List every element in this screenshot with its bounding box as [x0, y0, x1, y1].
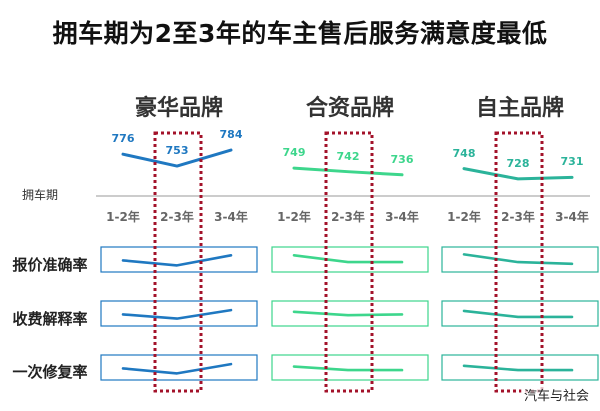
row-line-1-0 [292, 254, 404, 264]
row-box-1-2 [271, 354, 429, 381]
tick-label: 1-2年 [447, 210, 481, 224]
data-label: 728 [506, 156, 530, 170]
series-line-0 [121, 148, 233, 168]
tick-label: 2-3年 [331, 210, 365, 224]
data-label: 753 [165, 144, 189, 158]
row-line-2-1 [462, 309, 574, 319]
panel-title-1: 合资品牌 [305, 96, 394, 121]
tick-label: 1-2年 [106, 210, 140, 224]
row-box-1-1 [271, 300, 429, 327]
tick-label: 1-2年 [277, 210, 311, 224]
row-box-2-1 [441, 300, 599, 327]
row-box-2-2 [441, 354, 599, 381]
data-label: 736 [390, 152, 414, 166]
row-box-1-0 [271, 246, 429, 273]
row-line-1-1 [292, 310, 404, 317]
row-line-0-0 [121, 254, 233, 267]
highlight-box-2 [494, 131, 544, 393]
highlight-box-1 [324, 131, 374, 393]
data-label: 748 [452, 146, 476, 160]
data-label: 749 [282, 146, 306, 160]
data-label: 776 [111, 132, 135, 146]
row-box-2-0 [441, 246, 599, 273]
watermark: 汽车与社会 [520, 384, 592, 405]
axis-label: 拥车期 [22, 188, 59, 202]
row-box-0-0 [100, 246, 258, 273]
chart-title: 拥车期为2至3年的车主售后服务满意度最低 [52, 19, 548, 48]
tick-label: 2-3年 [501, 210, 535, 224]
tick-label: 3-4年 [385, 210, 419, 224]
highlight-box-0 [153, 131, 203, 393]
row-line-0-1 [121, 308, 233, 320]
row-box-0-1 [100, 300, 258, 327]
row-box-0-2 [100, 354, 258, 381]
series-line-1 [292, 166, 404, 177]
panel-title-2: 自主品牌 [475, 96, 564, 121]
data-label: 784 [219, 128, 243, 142]
row-label-fee-explanation: 收费解释率 [12, 310, 88, 328]
tick-label: 3-4年 [214, 210, 248, 224]
panel-title-0: 豪华品牌 [134, 96, 223, 121]
row-label-first-fix: 一次修复率 [12, 363, 88, 381]
row-line-2-0 [462, 253, 574, 266]
series-line-2 [462, 167, 574, 181]
row-line-1-2 [292, 365, 404, 372]
data-label: 731 [560, 155, 584, 169]
tick-label: 2-3年 [160, 210, 194, 224]
row-line-2-2 [462, 364, 574, 372]
row-line-0-2 [121, 362, 233, 375]
row-label-quote-accuracy: 报价准确率 [12, 256, 88, 274]
tick-label: 3-4年 [555, 210, 589, 224]
data-label: 742 [336, 149, 360, 163]
